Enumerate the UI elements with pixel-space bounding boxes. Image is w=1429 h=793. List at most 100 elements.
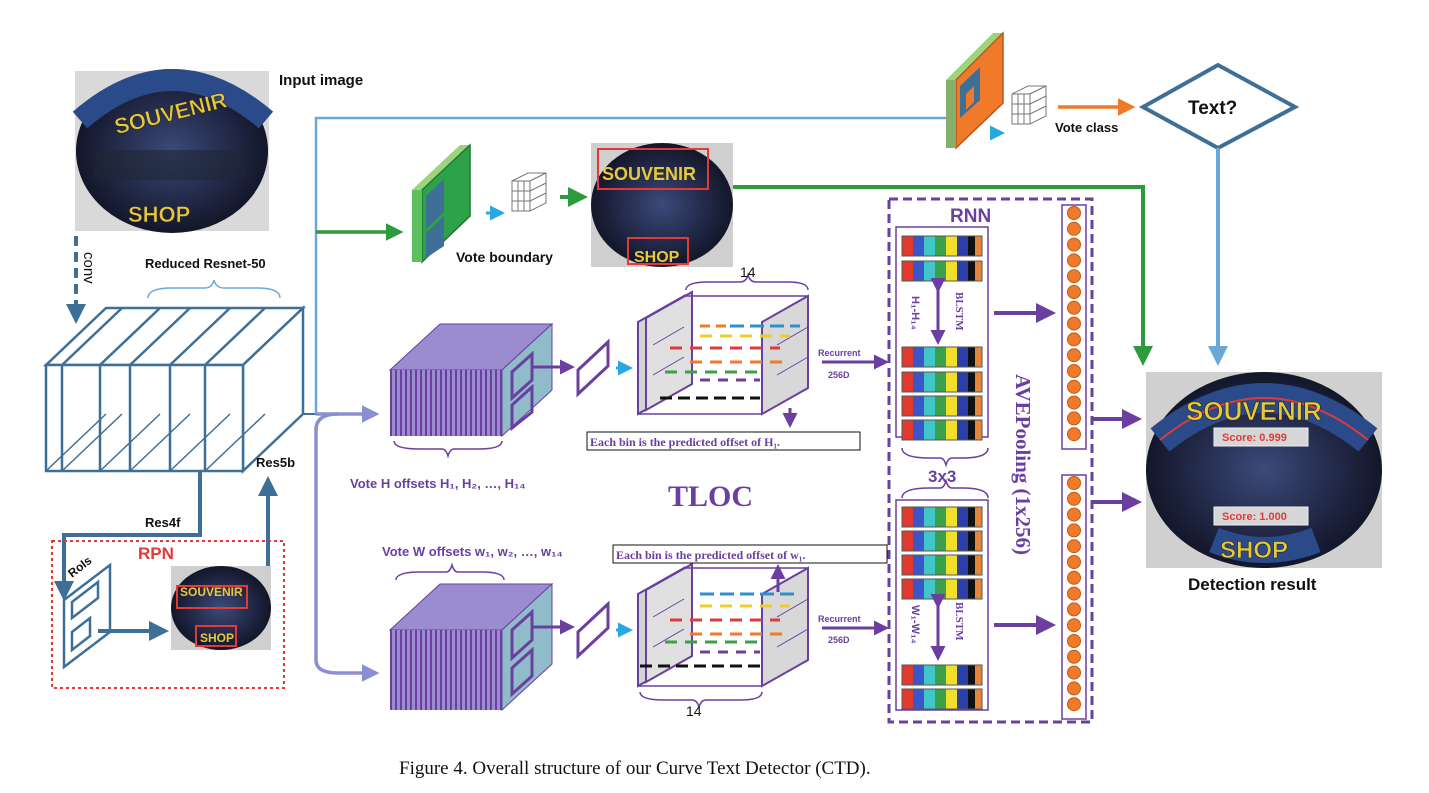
conv-label: conv: [80, 252, 97, 284]
bin-w-callout-box: [612, 544, 888, 564]
pool-dot: [1067, 379, 1081, 394]
vote-boundary-label: Vote boundary: [456, 249, 553, 265]
pool-dot: [1067, 269, 1081, 284]
detection-result-image: SOUVENIR Score: 0.999 Score: 1.000 SHOP: [1146, 372, 1382, 568]
pool-dot: [1067, 253, 1081, 268]
vote-w-bin: [576, 600, 610, 660]
boundary-souvenir-text: SOUVENIR: [602, 164, 696, 184]
rnn-top-bar-2: [901, 260, 983, 282]
rnn-bottom-bar-2: [901, 530, 983, 552]
rnn-top-bar-6: [901, 419, 983, 441]
blstm-bottom-label: BLSTM: [953, 602, 965, 641]
boundary-to-result-arrow: [733, 185, 1153, 366]
rnn-bottom-group: [895, 499, 989, 711]
tloc-h-tensor: [637, 290, 809, 416]
res4f-label: Res4f: [145, 515, 181, 530]
pool-dot: [1067, 411, 1081, 426]
pool-dot: [1067, 539, 1081, 554]
pool-dot: [1067, 476, 1081, 490]
pool-dot: [1067, 602, 1081, 617]
h-range-label: H₁-H₁₄: [909, 296, 921, 330]
three-by-three-bottom-brace: [901, 478, 989, 499]
rois-label: RoIs: [65, 553, 94, 580]
pool-dots: [1067, 206, 1081, 712]
pool-dot: [1067, 237, 1081, 252]
vote-class-block: [946, 31, 1004, 150]
detection-result-label: Detection result: [1188, 575, 1317, 594]
fourteen-bottom-label: 14: [686, 703, 702, 719]
bin-h-callout-box: [586, 431, 861, 451]
reduced-resnet-label: Reduced Resnet-50: [145, 256, 266, 271]
result-souvenir-text: SOUVENIR: [1186, 396, 1322, 426]
boundary-shop-text: SHOP: [634, 249, 680, 266]
resnet-brace: [147, 279, 281, 299]
rnn-box: [887, 197, 1094, 724]
pool-dot: [1067, 206, 1081, 220]
rpn-label: RPN: [138, 544, 174, 563]
pool-dot: [1067, 586, 1081, 601]
pool-dot: [1067, 649, 1081, 664]
avepooling-label: AVEPooling (1x256): [1011, 374, 1035, 555]
resnet-backbone: [42, 305, 307, 474]
rpn-shop-text: SHOP: [200, 631, 234, 645]
vote-h-brace: [393, 440, 503, 459]
shop-photo-text: SHOP: [128, 202, 190, 227]
vote-h-label: Vote H offsets H₁, H₂, …, H₁₄: [350, 476, 526, 491]
vote-boundary-block: [412, 143, 471, 264]
d256-bottom-label: 256D: [828, 635, 850, 645]
pool-dot: [1067, 395, 1081, 410]
rpn-image: SOUVENIR SHOP: [171, 566, 271, 650]
tloc-w-brace: [639, 691, 763, 710]
rnn-bottom-bar-6: [901, 688, 983, 710]
pool-dot: [1067, 523, 1081, 538]
pool-dot: [1067, 427, 1081, 442]
pool-dot: [1067, 665, 1081, 680]
fourteen-top-label: 14: [740, 264, 756, 280]
pool-dot: [1067, 300, 1081, 315]
rpn-box: [51, 540, 285, 689]
d256-top-label: 256D: [828, 370, 850, 380]
pool-dot: [1067, 364, 1081, 378]
rnn-bottom-bar-3: [901, 554, 983, 576]
score-bottom-label: Score: 1.000: [1222, 511, 1287, 523]
res4f-arrow: [54, 471, 202, 601]
pool-dot: [1067, 697, 1081, 712]
pool-dot: [1067, 221, 1081, 236]
blstm-top-label: BLSTM: [953, 292, 965, 331]
input-image-label: Input image: [279, 72, 363, 89]
input-image: SOUVENIR SHOP: [72, 69, 274, 233]
vote-class-label: Vote class: [1055, 120, 1118, 135]
rnn-top-bar-5: [901, 395, 983, 417]
pool-dot: [1067, 332, 1081, 347]
recurrent-bottom-label: Recurrent: [818, 614, 861, 624]
pool-dot: [1067, 618, 1081, 633]
result-shop-text: SHOP: [1220, 537, 1288, 564]
three-by-three-label: 3x3: [928, 467, 956, 486]
pool-column-top: [1061, 204, 1087, 450]
rnn-label: RNN: [950, 206, 991, 227]
rnn-top-bar-4: [901, 371, 983, 393]
vote-h-bin: [576, 338, 610, 398]
rnn-top-bar-1: [901, 235, 983, 257]
vote-w-arrow: [314, 412, 380, 682]
vote-boundary-image: SOUVENIR SHOP: [591, 143, 733, 267]
vote-w-label: Vote W offsets w₁, w₂, …, w₁₄: [382, 544, 563, 559]
rnn-bottom-bar-4: [901, 578, 983, 600]
rpn-souvenir-text: SOUVENIR: [180, 585, 243, 599]
bin-h-callout-text: Each bin is the predicted offset of H₁.: [590, 435, 780, 449]
vote-h-block: [388, 322, 554, 438]
pool-dot: [1067, 491, 1081, 506]
text-decision-diamond: [1138, 62, 1300, 151]
rois-block: [62, 562, 112, 670]
pool-dot: [1067, 285, 1081, 299]
text-decision-label: Text?: [1188, 98, 1237, 119]
pool-dot: [1067, 555, 1081, 569]
rnn-bottom-bar-5: [901, 664, 983, 686]
vote-class-grid: [1011, 85, 1047, 125]
figure-caption: Figure 4. Overall structure of our Curve…: [399, 758, 871, 779]
bin-w-callout-text: Each bin is the predicted offset of w₁.: [616, 548, 805, 562]
pool-dot: [1067, 634, 1081, 648]
score-top-label: Score: 0.999: [1222, 432, 1287, 444]
rnn-bottom-bar-1: [901, 506, 983, 528]
